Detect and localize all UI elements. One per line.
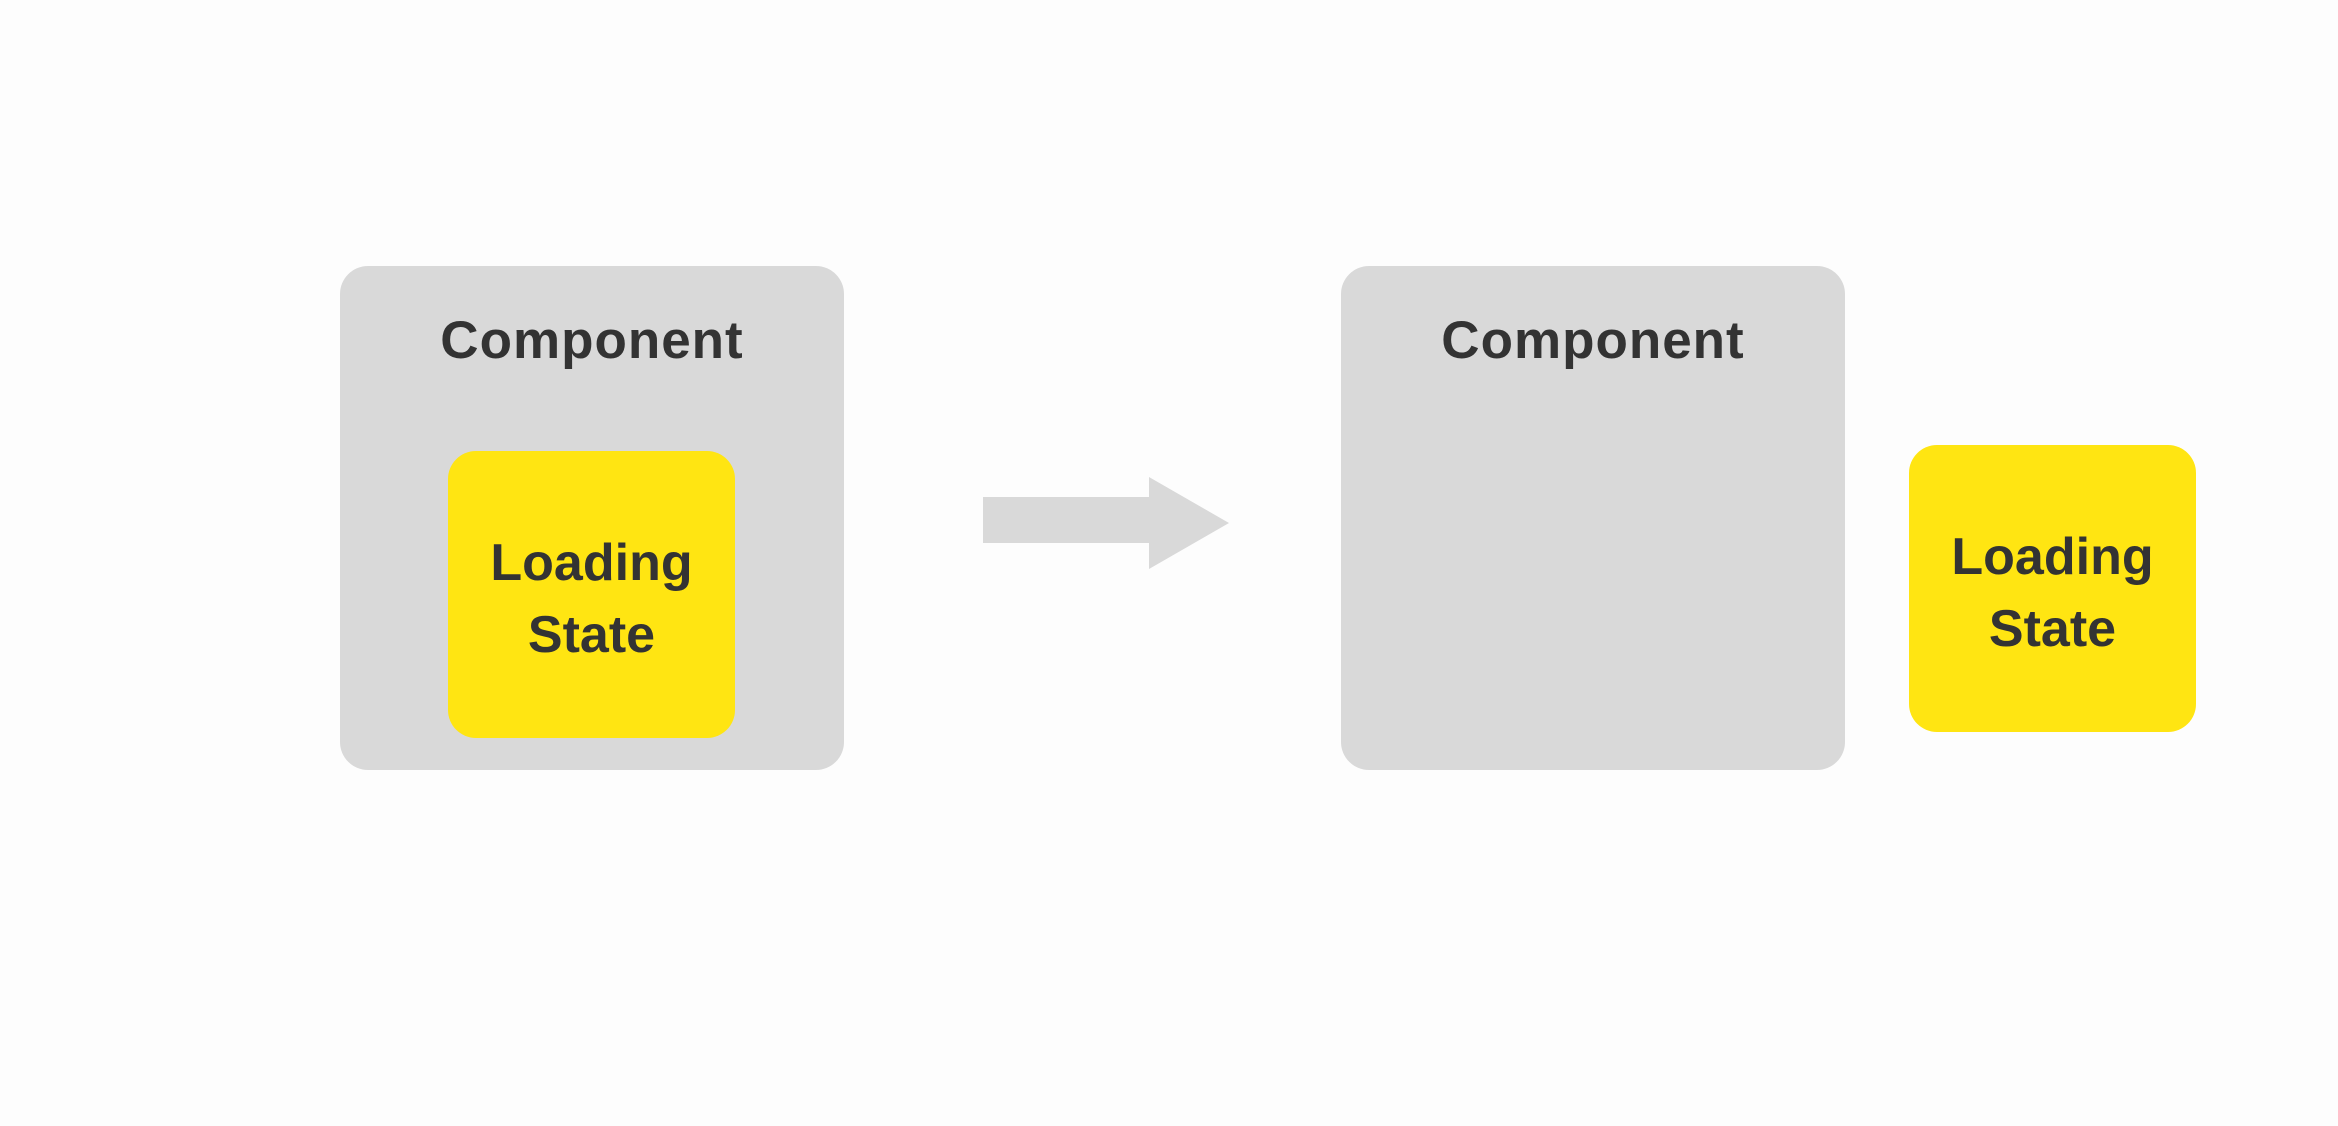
arrow-shape bbox=[983, 477, 1229, 569]
loading-state-label-line1: Loading bbox=[490, 533, 693, 592]
component-box-right: Component bbox=[1341, 266, 1845, 770]
component-label-left: Component bbox=[440, 311, 744, 370]
loading-state-box-outside: Loading State bbox=[1909, 445, 2196, 732]
loading-state-label-line2: State bbox=[527, 605, 656, 664]
arrow-right-icon bbox=[983, 477, 1229, 569]
component-box-left: Component Loading State bbox=[340, 266, 844, 770]
loading-state-label-line1: Loading bbox=[1951, 527, 2154, 586]
loading-state-label-line2: State bbox=[1988, 599, 2117, 658]
loading-state-box-inside: Loading State bbox=[448, 451, 735, 738]
component-label-right: Component bbox=[1441, 311, 1745, 370]
